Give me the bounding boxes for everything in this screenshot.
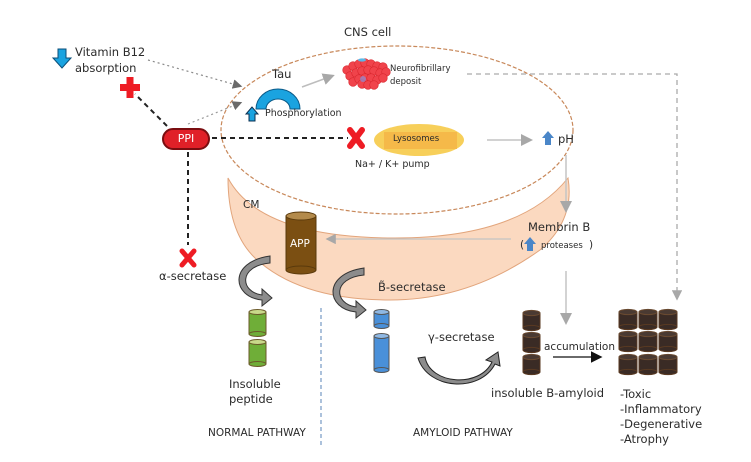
gamma-cleave-arrow-icon — [417, 351, 501, 385]
beta-cleave-arrow-icon — [332, 267, 367, 320]
deposit-particle — [369, 80, 379, 90]
amyloid-cylinder — [522, 353, 541, 376]
deposit-particle — [378, 73, 388, 83]
phosphorylation-up-arrow-icon — [244, 106, 260, 122]
amyloid-cylinder — [658, 308, 678, 331]
beta-secretase-label: B̃-secretase — [378, 280, 446, 294]
ppi-to-vitb12-block-line — [134, 93, 168, 127]
vitb12-block-cross-icon — [120, 77, 140, 98]
deposit-particle — [358, 58, 366, 62]
amyloid-cylinder — [638, 353, 658, 376]
amyloid-cylinder — [658, 330, 678, 353]
insoluble-amyloid-label: insoluble B-amyloid — [491, 386, 605, 400]
vitb12-to-tau-line — [147, 59, 243, 89]
beta-fragment-icon — [373, 309, 390, 373]
paren-open: ( — [520, 239, 525, 251]
insoluble-peptide-icon — [248, 309, 267, 367]
amyloid-cylinder — [618, 330, 638, 353]
app-label: APP — [290, 238, 310, 250]
accumulation-label: accumulation — [544, 341, 615, 353]
neurofibrillary-deposit-icon — [342, 58, 391, 90]
peptide-label: peptide — [229, 392, 273, 406]
alpha-block-cross-icon — [179, 248, 197, 268]
lysosome-block-cross-icon — [347, 127, 365, 149]
app-cylinder — [285, 211, 317, 275]
vitamin-b12-label: Vitamin B12 — [75, 45, 146, 59]
amyloid-aggregate-icon — [618, 308, 678, 376]
alpha-secretase-label: α-secretase — [159, 269, 227, 283]
amyloid-cylinder — [522, 331, 541, 354]
amyloid-cylinder — [618, 353, 638, 376]
gamma-secretase-label: γ-secretase — [428, 330, 495, 344]
effect-atrophy: -Atrophy — [620, 432, 669, 446]
membrin-label: Membrin B — [528, 220, 591, 234]
phosphorylation-label: Phosphorylation — [265, 108, 342, 119]
insoluble-label: Insoluble — [229, 377, 281, 391]
tau-icon — [255, 88, 301, 110]
insoluble-amyloid-icon — [522, 309, 541, 376]
amyloid-cylinder — [618, 308, 638, 331]
cns-cell-label: CNS cell — [344, 25, 392, 39]
vitamin-b12-absorption-label: absorption — [75, 61, 137, 75]
deposit-to-aggregate-line — [467, 73, 683, 301]
cns-cell-outline — [220, 45, 574, 215]
amyloid-cylinder — [638, 330, 658, 353]
tau-to-deposit-arrow — [301, 73, 335, 88]
deposit-label: deposit — [390, 77, 422, 87]
ph-up-arrow-icon — [542, 131, 554, 145]
ppi-node: PPI — [162, 128, 210, 150]
alpha-cleave-arrow-icon — [238, 255, 273, 308]
proteases-label: proteases — [541, 241, 583, 251]
amyloid-cylinder — [638, 308, 658, 331]
na-k-pump-label: Na+ / K+ pump — [355, 159, 430, 170]
lysosomes-label: Lysosomes — [393, 134, 440, 144]
vitb12-down-arrow-icon — [51, 48, 73, 69]
tau-label: Tau — [272, 67, 292, 81]
effect-toxic: -Toxic — [620, 387, 652, 401]
effect-degenerative: -Degenerative — [620, 417, 703, 431]
neurofibrillary-label: Neurofibrillary — [390, 64, 451, 74]
proteases-up-arrow-icon — [524, 237, 536, 251]
effect-inflammatory: -Inflammatory — [620, 402, 702, 416]
ppi-to-phosphorylation-line — [187, 101, 243, 125]
amyloid-pathway-label: AMYLOID PATHWAY — [413, 427, 513, 439]
ph-label: pH — [558, 132, 574, 146]
amyloid-cylinder — [522, 309, 541, 332]
normal-pathway-label: NORMAL PATHWAY — [208, 427, 306, 439]
paren-close: ) — [589, 239, 594, 251]
deposit-particle — [360, 76, 366, 82]
amyloid-cylinder — [658, 353, 678, 376]
lysosome-inner — [384, 132, 457, 149]
cm-label: CM — [243, 199, 260, 211]
